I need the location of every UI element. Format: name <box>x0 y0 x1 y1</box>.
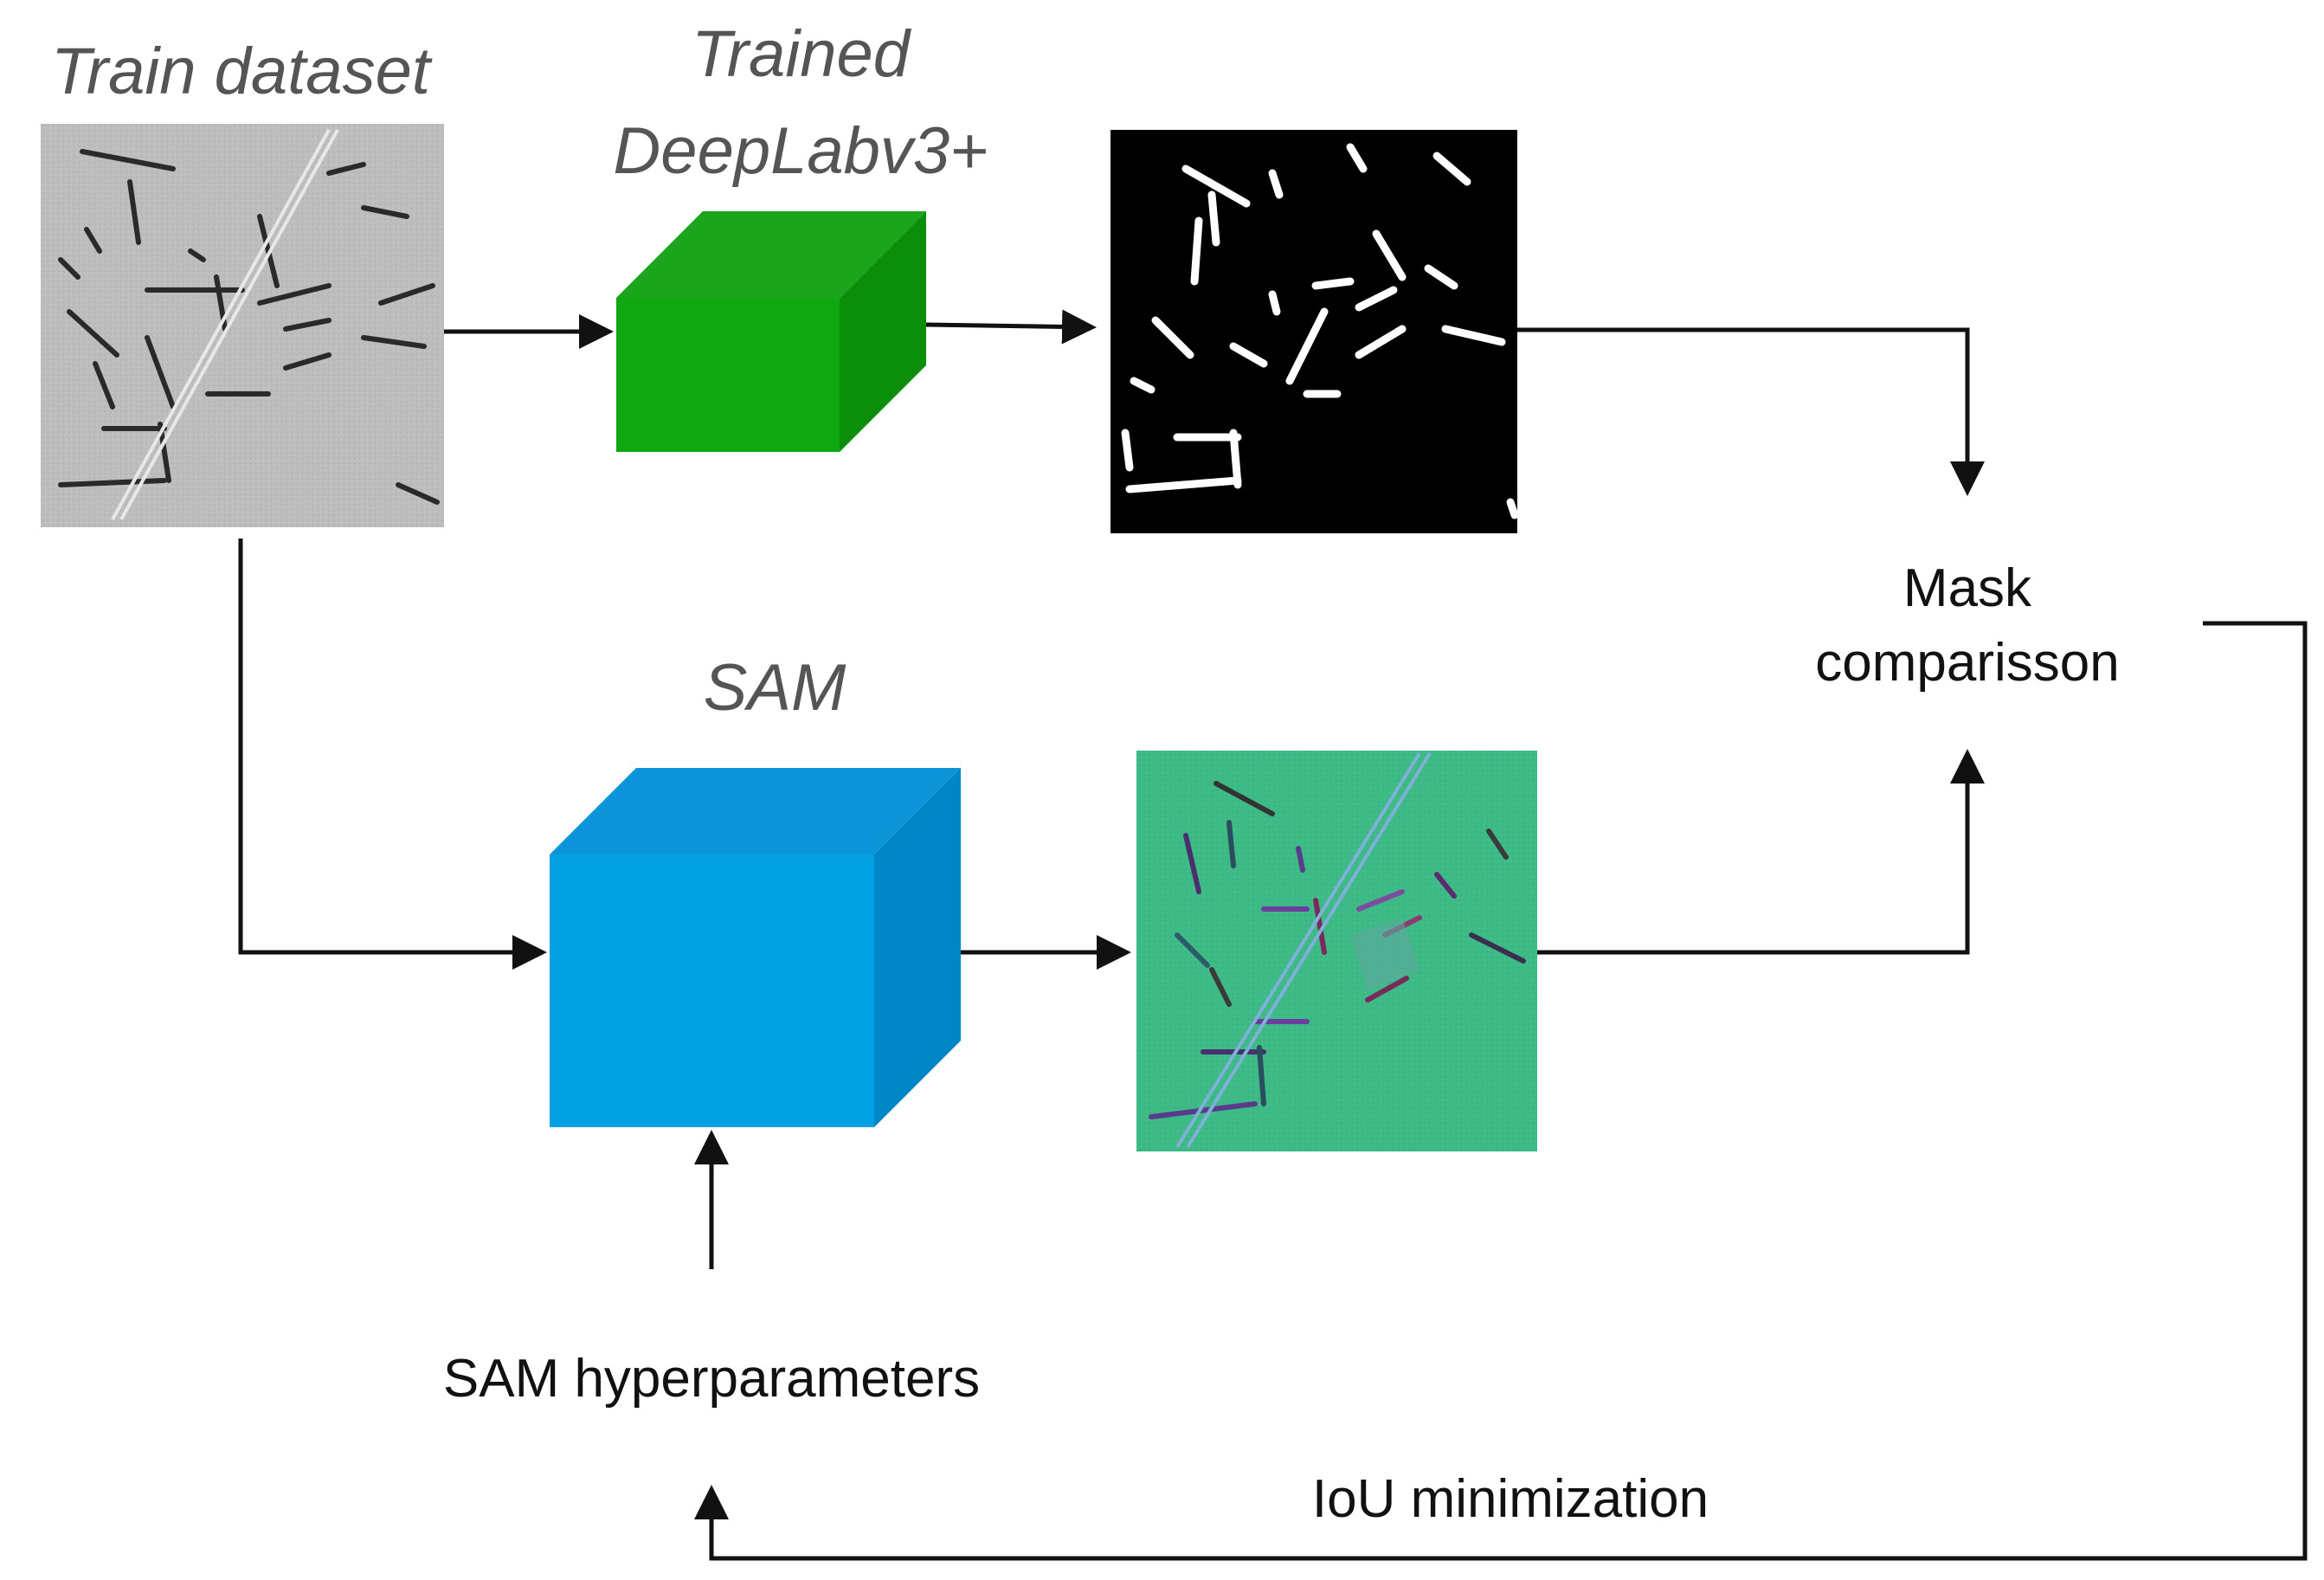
train-dataset-title: Train dataset <box>51 35 433 108</box>
sam-cube-side <box>874 768 961 1127</box>
mask-comparison-line2: comparisson <box>1815 633 2119 693</box>
sam-cube <box>550 768 961 1127</box>
sem-image <box>41 124 444 527</box>
sam-colored-mask-image <box>1136 751 1537 1151</box>
sam-title: SAM <box>704 651 847 725</box>
iou-minimization-label: IoU minimization <box>1312 1469 1709 1529</box>
trained-title-line1: Trained <box>692 17 912 91</box>
deeplab-cube-side <box>840 211 926 452</box>
mask-comparison-line1: Mask <box>1903 558 2032 618</box>
deeplab-cube-front <box>616 298 840 452</box>
binary-mask-image <box>1110 130 1519 533</box>
arrow-deeplab-to-mask <box>925 309 1097 345</box>
arrow-train-to-sam <box>238 538 547 970</box>
sam-cube-front <box>550 854 874 1127</box>
arrow-output-to-comparison <box>1537 749 1985 955</box>
trained-title-line2: DeepLabv3+ <box>613 114 988 188</box>
sam-cube-top <box>550 768 961 854</box>
deeplab-cube <box>616 211 926 452</box>
deeplab-cube-top <box>616 211 926 298</box>
arrows <box>238 309 2308 1561</box>
arrow-mask-to-comparison <box>1517 327 1985 496</box>
sam-hyperparameters-label: SAM hyperparameters <box>443 1349 980 1409</box>
arrow-iou-feedback <box>694 621 2308 1561</box>
